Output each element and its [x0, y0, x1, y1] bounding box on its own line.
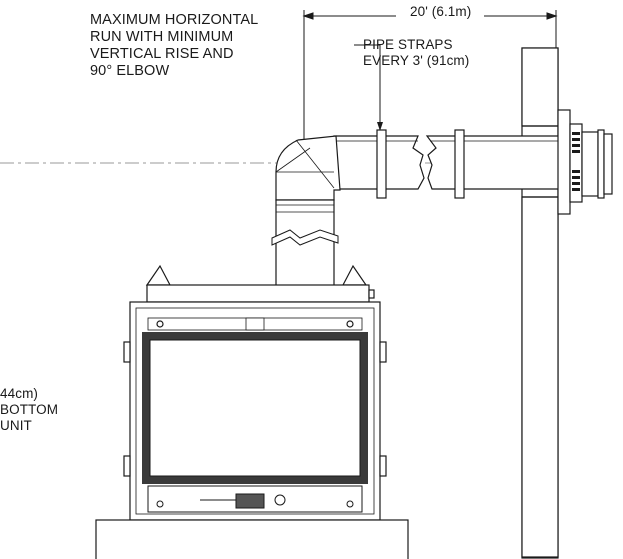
glass-door: [142, 332, 368, 484]
dimension-line: [302, 10, 558, 140]
pipe-straps-note: PIPE STRAPS EVERY 3' (91cm): [363, 37, 470, 68]
termination-cap: [557, 109, 613, 215]
fireplace-top: [145, 264, 375, 303]
clearance-note: 44cm) BOTTOM UNIT: [0, 386, 59, 433]
pipe-strap: [376, 129, 465, 199]
max-run-note: MAXIMUM HORIZONTAL RUN WITH MINIMUM VERT…: [90, 12, 259, 79]
vertical-vent-pipe: [271, 199, 339, 287]
control-panel: [147, 485, 363, 513]
horizontal-run-dimension: 20' (6.1m): [407, 4, 475, 20]
hearth-base: [95, 519, 409, 559]
elbow-90: [275, 135, 341, 201]
pipe-straps-leader: [354, 44, 381, 126]
exterior-wall: [521, 47, 559, 559]
horizontal-vent-pipe: [333, 135, 563, 190]
